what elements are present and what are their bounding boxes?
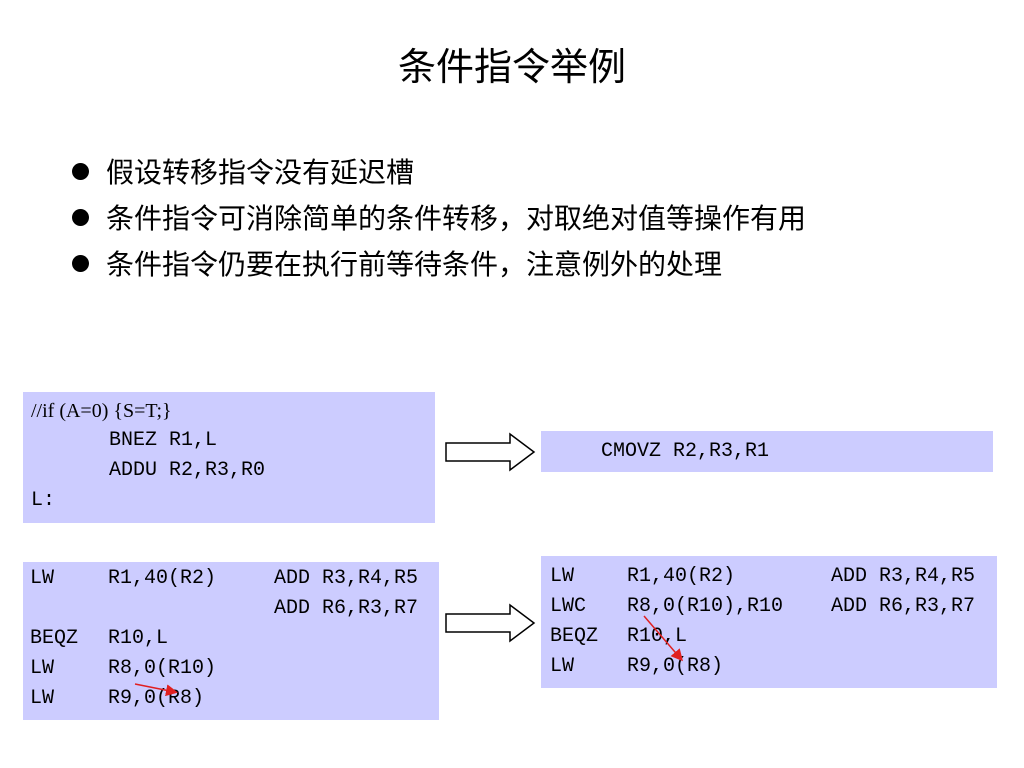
bullet-dot-icon [72,209,89,226]
bullet-text: 条件指令仍要在执行前等待条件，注意例外的处理 [106,248,723,281]
bullet-item: 条件指令可消除简单的条件转移，对取绝对值等操作有用 [72,196,806,242]
code-box-load-conditional: LW R1,40(R2) ADD R3,R4,R5 LWC R8,0(R10),… [541,556,997,688]
code-line: ADDU R2,R3,R0 [109,459,266,482]
code-line: BNEZ R1,L [109,429,218,452]
bullet-dot-icon [72,163,89,180]
code-arg: R9,0(R8) [627,655,724,678]
bullet-list: 假设转移指令没有延迟槽 条件指令可消除简单的条件转移，对取绝对值等操作有用 条件… [72,150,806,288]
bullet-text: 假设转移指令没有延迟槽 [106,156,415,189]
code-label: L: [31,489,56,512]
code-op: LW [30,567,55,590]
code-op: BEQZ [550,625,599,648]
code-arg: R8,0(R10),R10 [627,595,784,618]
code-box-conditional-move: CMOVZ R2,R3,R1 [541,431,993,472]
code-arg: R1,40(R2) [108,567,217,590]
code-arg: R1,40(R2) [627,565,736,588]
code-par: ADD R6,R3,R7 [831,595,976,618]
code-arg: R9,0(R8) [108,687,205,710]
bullet-item: 条件指令仍要在执行前等待条件，注意例外的处理 [72,242,806,288]
code-op: LW [30,657,55,680]
code-op: BEQZ [30,627,79,650]
bullet-dot-icon [72,255,89,272]
code-op: LW [550,565,575,588]
dependency-arrow-icon [134,683,178,697]
code-line: CMOVZ R2,R3,R1 [601,440,770,463]
code-arg: R10,L [108,627,169,650]
dependency-arrow-icon [643,615,683,662]
code-par: ADD R6,R3,R7 [274,597,419,620]
transform-arrow-icon [445,603,536,643]
transform-arrow-icon [445,432,536,472]
code-par: ADD R3,R4,R5 [831,565,976,588]
code-box-load-original: LW R1,40(R2) ADD R3,R4,R5 ADD R6,R3,R7 B… [23,562,439,720]
bullet-text: 条件指令可消除简单的条件转移，对取绝对值等操作有用 [106,202,807,235]
code-box-branch-original: //if (A=0) {S=T;} BNEZ R1,L ADDU R2,R3,R… [23,392,435,523]
code-op: LWC [550,595,587,618]
code-op: LW [550,655,575,678]
bullet-item: 假设转移指令没有延迟槽 [72,150,806,196]
code-arg: R10,L [627,625,688,648]
slide-title: 条件指令举例 [397,45,626,89]
code-comment: //if (A=0) {S=T;} [31,400,172,422]
code-par: ADD R3,R4,R5 [274,567,419,590]
code-op: LW [30,687,55,710]
code-arg: R8,0(R10) [108,657,217,680]
